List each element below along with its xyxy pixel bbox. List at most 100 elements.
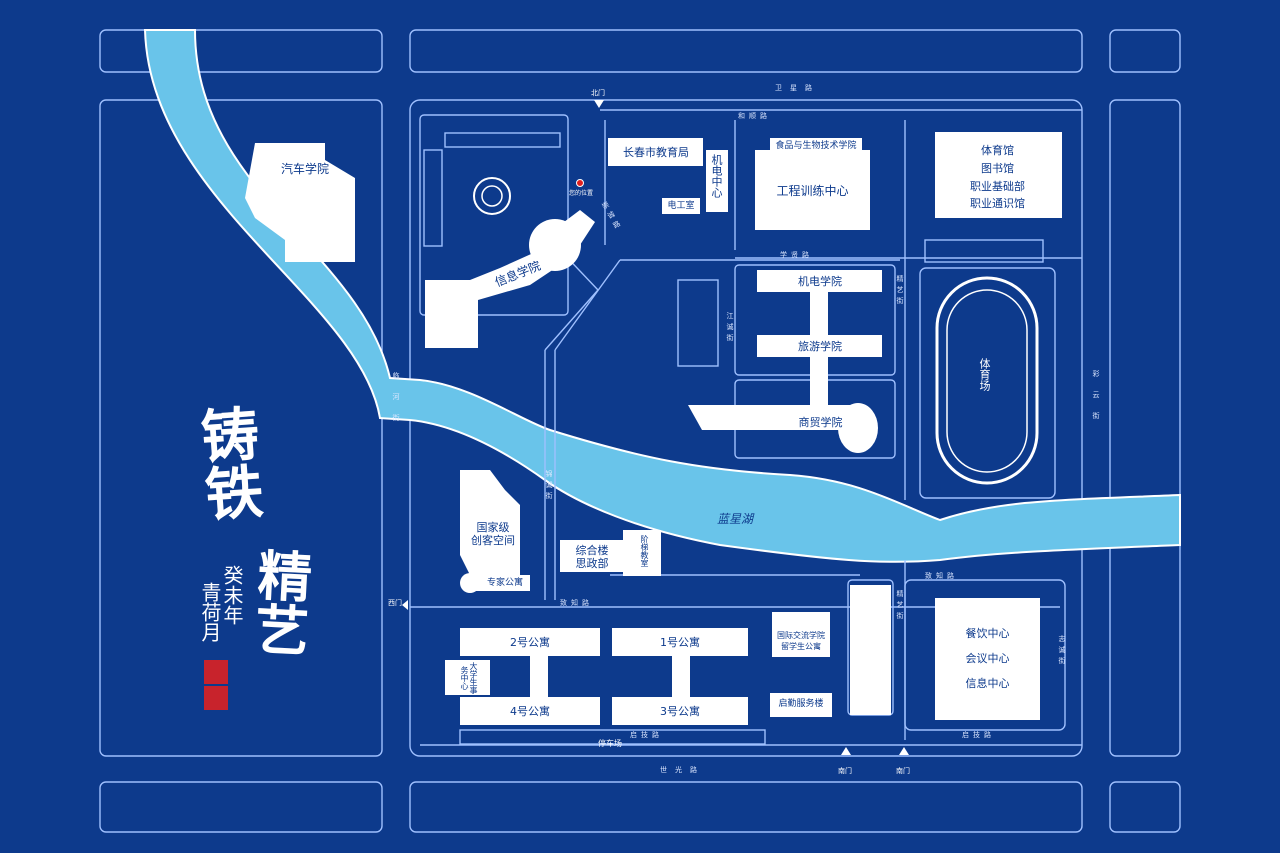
road-qiji2: 启技路 [962,731,995,739]
marker-label: 您的位置 [569,190,594,197]
road-zhixin: 致知路 [560,599,593,607]
outer-block [1109,781,1181,833]
label-zhuanjia: 专家公寓 [486,578,523,588]
label-tiyuchang: 体育场 [978,358,991,391]
gate-south1: 南门 [838,767,852,775]
gate-south2: 南门 [896,767,910,775]
plaza-circle-inner [481,185,503,207]
label-guojiaji: 国家级 [476,521,510,534]
road-jiangcheng: 江诚街 [726,312,734,345]
label-jieti: 阶梯教室 [640,535,649,567]
building-apt1 [612,628,748,656]
label-zhiye-tongshi: 职业通识馆 [970,197,1025,210]
outer-block [1109,99,1181,757]
road-qiji: 启技路 [630,731,663,739]
label-apt3: 3号公寓 [660,705,700,718]
running-track [935,276,1039,485]
road-caiyun: 彩云街 [1092,370,1100,433]
label-tushuguan: 图书馆 [981,162,1014,175]
gate-south1-arrow [841,747,851,755]
label-canyin: 餐饮中心 [965,627,1010,640]
seal-stamp [204,660,228,684]
label-zonghelou: 综合楼 [575,544,609,557]
marker-dot [576,179,584,187]
building-zhuanjia [470,575,530,591]
outer-block [99,99,383,757]
road-line [554,259,621,351]
building-tiyuguan [935,132,1062,218]
label-qiche: 汽车学院 [280,162,329,176]
label-huiyi: 会议中心 [965,652,1010,665]
block [904,579,1066,731]
building-lvyou [757,335,882,357]
outer-block [409,781,1083,833]
outer-block [1109,29,1181,73]
plaza-zhiyi [850,585,891,715]
building-changchun [608,138,703,166]
road-zhicheng: 志诚街 [1058,635,1066,668]
label-qiqin: 启勤服务楼 [778,699,824,709]
label-apt1: 1号公寓 [660,636,700,649]
block [919,267,1056,499]
outer-block [99,781,383,833]
label-shipin: 食品与生物技术学院 [775,141,857,151]
plaza-arch [857,614,884,646]
label-chuangke: 创客空间 [471,534,515,547]
outer-block [99,29,383,73]
road-jingyi1: 精艺街 [896,275,904,308]
building-apt4 [460,697,600,725]
label-gongcheng: 工程训练中心 [776,184,849,198]
plaza-arch-inner [862,622,879,646]
road-jingcheng: 锦诚街 [545,470,553,503]
building-jieti [623,530,661,576]
label-zhiye-jichu: 职业基础部 [970,180,1025,193]
lake-label: 蓝星湖 [717,512,754,526]
building-shangmao [688,405,850,430]
building-zhuanjia-dome [460,573,480,593]
road-weixing: 卫星路 [775,84,820,92]
road-jingxing: 致知路 [925,572,958,580]
label-xinxi-center: 信息中心 [965,677,1010,690]
label-guoji: 国际交流学院 [777,631,825,640]
running-track-inner [946,289,1028,473]
label-apt4: 4号公寓 [510,705,550,718]
calligraphy-inscription2: 青荷月 [198,582,222,642]
building-diangongshi [662,198,700,214]
label-tiyuguan: 体育馆 [981,144,1014,157]
label-tingchechang: 停车场 [598,739,622,748]
building-chuangke [460,470,520,575]
label-jidian-center: 机电中心 [710,154,723,198]
label-liuxuesheng: 留学生公寓 [781,642,821,651]
road-jingyi2: 精艺街 [896,590,904,623]
road-linhe: 临河街 [392,372,400,435]
building-gongcheng [755,150,870,230]
calligraphy-inscription1: 癸未年 [220,565,244,625]
building-apt3 [612,697,748,725]
building-apt2 [460,628,600,656]
basketball-courts [677,279,719,367]
building-qiqin [770,693,832,717]
calligraphy-line2: 精艺 [244,546,314,658]
plaza-circle [473,177,511,215]
campus-boundary [409,99,1083,757]
seal-stamp-2 [204,686,228,710]
label-shangmao: 商贸学院 [798,416,843,429]
calligraphy-line1: 铸铁 [189,402,265,524]
building-jidian-center [706,150,728,212]
road-shiguang: 世光路 [660,766,705,774]
building-shangmao-dome [838,403,878,453]
gate-south2-arrow [899,747,909,755]
tennis-courts [924,239,1044,263]
label-apt2: 2号公寓 [510,636,550,649]
label-jidian-college: 机电学院 [798,275,842,288]
building-link-west [530,655,548,700]
courts-north [444,132,561,148]
gate-north-arrow [594,100,604,108]
label-xuesheng: 大学生事务中心 [460,662,478,694]
gate-north: 北门 [591,89,605,97]
gate-west: 西门 [388,599,402,607]
outer-block [409,29,1083,73]
label-changchun: 长春市教育局 [623,146,689,159]
